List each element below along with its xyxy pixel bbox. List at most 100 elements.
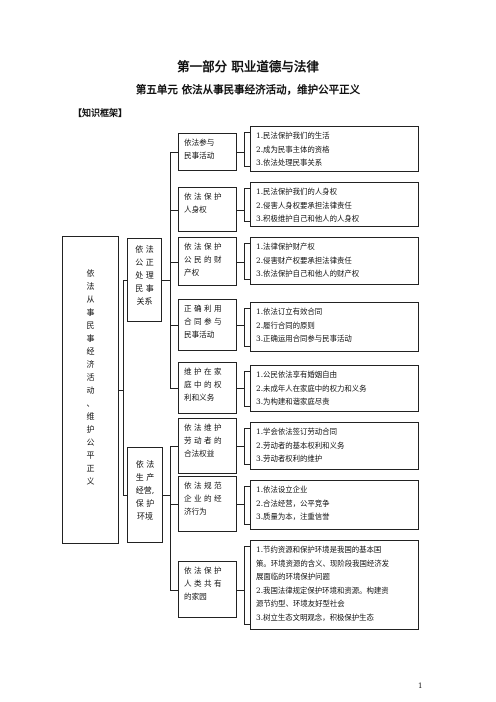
text-line: 的家园 [184, 592, 207, 601]
connector-line [237, 325, 244, 326]
text-line: 劳 动 者 的 [184, 436, 222, 445]
text-line: 环境 [137, 512, 153, 521]
text-line: 正 确 利 用 [184, 304, 222, 313]
text-line: 1.民法保护我们的人身权 [256, 187, 337, 196]
connector-line [170, 446, 171, 590]
text-line: 2.劳动者的基本权利和义务 [256, 440, 345, 450]
text-line: 依 法 保 护 [184, 242, 222, 251]
topic-box: 依 法 维 护劳 动 者 的合法权益 [178, 418, 237, 474]
text-line: 3.依法处理民事关系 [256, 158, 323, 167]
topic-box: 依 法 保 护人身权 [178, 187, 237, 232]
section-label: 【知识框架】 [73, 109, 128, 119]
connector-line [244, 308, 245, 346]
detail-box: 1.民法保护我们的生活 2.成为民事主体的资格 3.依法处理民事关系 [250, 126, 419, 172]
text-line: 民 [86, 321, 95, 330]
text-line: 经 [86, 347, 95, 356]
text-line: 企 业 的 经 [184, 494, 222, 503]
text-line: 事 [86, 334, 95, 343]
text-line: 关系 [136, 297, 153, 306]
connector-line [244, 243, 250, 244]
text-line: 3.正确运用合同参与民事活动 [256, 334, 352, 343]
text-line: 济行为 [184, 507, 207, 516]
connector-line [244, 428, 245, 464]
text-line: 公 民 的 财 [184, 255, 222, 264]
connector-line [244, 132, 245, 166]
text-line: 3.劳动者权利的维护 [256, 454, 323, 463]
text-line: 公 正 [135, 258, 154, 267]
unit-title: 第五单元 依法从事民事经济活动，维护公平正义 [135, 84, 361, 96]
text-line: 产权 [184, 268, 200, 277]
text-line: 2.我国法律规定保护环境和资源。构建资 [256, 585, 389, 595]
text-line: 源节约型、环境友好型社会 [256, 599, 345, 608]
connector-line [123, 280, 124, 495]
connector-line [244, 166, 250, 167]
text-line: 依 [86, 269, 95, 278]
text-line: 处 理 [135, 271, 154, 280]
connector-line [237, 388, 244, 389]
text-line: 利和义务 [184, 393, 215, 402]
detail-box: 1.节约资源和保护环境是我国的基本国策。环境资源的含义、现阶段我国经济发展面临的… [250, 540, 419, 630]
connector-line [244, 243, 245, 279]
text-line: 合法权益 [184, 449, 215, 458]
group-box-economic: 依 法生 产经营,保 护环境 [127, 447, 163, 543]
connector-line [123, 280, 127, 281]
text-line: 义 [86, 477, 95, 486]
topic-box: 正 确 利 用合 同 参 与民事活动 [178, 299, 237, 351]
connector-line [162, 280, 170, 281]
text-line: 依法参与 [184, 138, 215, 147]
connector-line [244, 546, 245, 624]
text-line: 民事活动 [184, 151, 215, 160]
connector-line [244, 524, 250, 525]
text-line: 1.民法保护我们的生活 [256, 131, 330, 140]
text-line: 合 同 参 与 [184, 317, 222, 326]
text-line: 公 [86, 438, 95, 447]
connector-line [170, 446, 178, 447]
connector-line [237, 446, 244, 447]
text-line: 经营, [135, 486, 155, 495]
connector-line [244, 428, 250, 429]
text-line: 展面临的环境保护问题 [256, 572, 330, 581]
connector-line [244, 279, 250, 280]
text-line: 1.法律保护财产权 [256, 242, 315, 251]
root-box: 依法从事民事经济活动、维护公平正义 [62, 236, 119, 544]
text-line: 从 [86, 295, 95, 304]
connector-line [244, 624, 250, 625]
text-line: 依 法 保 护 [184, 192, 222, 201]
connector-line [237, 504, 244, 505]
connector-line [170, 209, 178, 211]
group-box-civil: 依 法公 正处 理民 事关系 [127, 238, 162, 322]
page-number: 1 [418, 682, 423, 690]
text-line: 依 法 [135, 245, 154, 254]
connector-line [170, 261, 178, 263]
topic-box: 依 法 保 护公 民 的 财产权 [178, 237, 237, 286]
text-line: 生 产 [135, 473, 155, 482]
connector-line [244, 188, 250, 189]
topic-box: 维 护 在 家庭 中 的 权利和义务 [178, 362, 237, 414]
text-line: 策。环境资源的含义、现阶段我国经济发 [256, 558, 390, 568]
connector-line [244, 221, 250, 222]
connector-line [170, 589, 178, 591]
connector-line [244, 486, 250, 487]
topic-box: 依法参与民事活动 [178, 133, 237, 171]
text-line: 3.为构建和谐家庭尽责 [256, 397, 330, 406]
text-line: 平 [86, 451, 95, 460]
text-line: 2.未成年人在家庭中的权力和义务 [256, 383, 367, 393]
text-line: 人 类 共 有 [184, 579, 222, 588]
connector-line [237, 261, 244, 263]
text-line: 活 [86, 373, 95, 382]
text-line: 1.节约资源和保护环境是我国的基本国 [256, 545, 382, 554]
text-line: 1.公民依法享有婚姻自由 [256, 370, 337, 379]
connector-line [244, 464, 250, 465]
connector-line [170, 388, 178, 389]
text-line: 护 [86, 425, 95, 434]
text-line: 维 护 在 家 [184, 367, 222, 376]
connector-line [244, 486, 245, 524]
text-line: 人身权 [184, 205, 207, 214]
detail-box: 1.公民依法享有婚姻自由 2.未成年人在家庭中的权力和义务 3.为构建和谐家庭尽责 [250, 365, 419, 412]
connector-line [237, 152, 244, 153]
text-line: 2.成为民事主体的资格 [256, 144, 330, 154]
page-title: 第一部分 职业道德与法律 [177, 59, 319, 74]
